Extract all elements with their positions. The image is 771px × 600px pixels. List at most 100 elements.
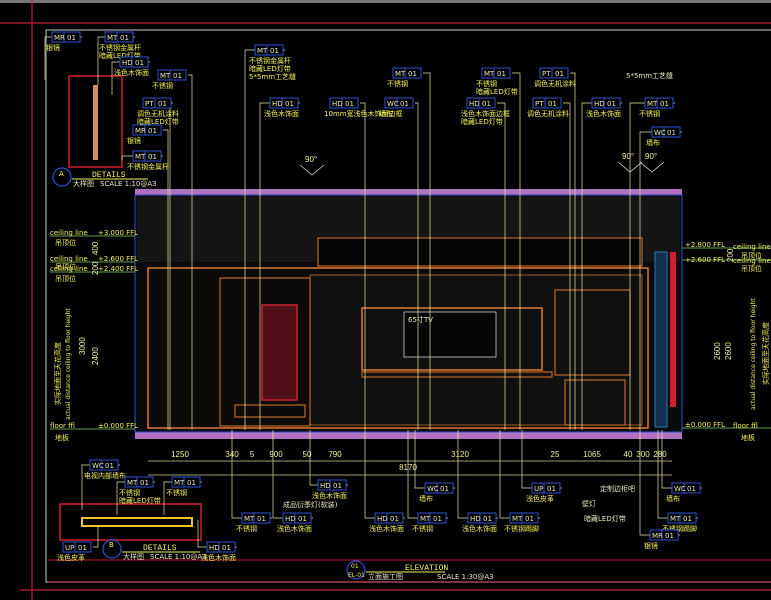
- level-cn: 吊顶位: [55, 238, 76, 247]
- detail-a-rod: [93, 85, 98, 160]
- tag-number: 01: [78, 544, 87, 552]
- tag-note: 浅色木饰面: [201, 553, 236, 562]
- tag-note: 不锈钢: [476, 79, 497, 88]
- tag-code: MT: [160, 72, 171, 80]
- leader-line: [188, 74, 193, 430]
- tag-number: 01: [555, 70, 564, 78]
- dim-text: 2600: [713, 342, 722, 360]
- tag-number: 01: [482, 100, 491, 108]
- level-ffl: +2.800 FFL: [685, 241, 725, 249]
- angle-marker: 90°: [639, 152, 665, 173]
- blue-column: [654, 251, 668, 428]
- level-ffl: ±0.000 FFL: [685, 421, 725, 429]
- tag-note: 调色无机涂料: [534, 79, 576, 88]
- dim-text: 900: [269, 450, 283, 459]
- tag-code: MT: [127, 479, 138, 487]
- tag-note: 10mm宽浅色木饰面边框: [324, 109, 403, 118]
- detail-letter: A: [59, 170, 64, 178]
- leader-line: [499, 430, 540, 519]
- tag-box: [651, 126, 681, 138]
- tag-number: 01: [333, 482, 342, 490]
- tag-number: 01: [607, 100, 616, 108]
- tag-note: 暗藏LED灯带: [476, 87, 518, 96]
- tag-note: 浅色木饰面: [312, 491, 347, 500]
- note: 壁灯: [582, 499, 596, 508]
- tag-code: HD: [285, 515, 296, 523]
- tag-box: [532, 97, 562, 109]
- tag-number: 01: [135, 59, 144, 67]
- level-ffl: +2.400 FFL: [98, 265, 138, 273]
- tag-note: 墙布: [379, 109, 393, 118]
- tag-code: WC: [654, 129, 666, 137]
- dim-text: 40: [624, 450, 633, 459]
- vertical-note-cn: 实际地面至天花高度: [761, 322, 770, 385]
- leader-line: [657, 430, 698, 519]
- level-cn: 吊顶位: [55, 262, 76, 271]
- tag-number: 01: [547, 485, 556, 493]
- level-en: ceiling line: [50, 229, 88, 237]
- dim-text: 1065: [583, 450, 601, 459]
- dim-text: 3120: [451, 450, 469, 459]
- elevation-cn: 立面施工图: [368, 572, 403, 581]
- tag-code: MR: [652, 532, 663, 540]
- ceiling-band: [135, 189, 682, 195]
- tag-number: 01: [105, 462, 114, 470]
- dim-text: 200: [726, 248, 735, 262]
- tag-note: 不锈钢踢脚: [662, 524, 697, 533]
- tag-number: 01: [257, 515, 266, 523]
- tag-note: 5*5mm工艺缝: [249, 72, 296, 81]
- leader-line: [423, 72, 431, 430]
- note: 暗藏LED灯带: [584, 514, 626, 523]
- tag-number: 01: [433, 515, 442, 523]
- dim-text: 2600: [724, 342, 733, 360]
- tag-code: MT: [257, 47, 268, 55]
- level-en: floor ffl: [50, 422, 75, 430]
- tag-box: [51, 31, 81, 43]
- tag-number: 01: [148, 127, 157, 135]
- dim-text: 280: [653, 450, 667, 459]
- note: 定制边柜吧: [600, 484, 635, 493]
- tag-note: 不锈钢金属杆: [127, 162, 169, 171]
- tag-number: 01: [665, 532, 674, 540]
- tag-note: 浅色木饰面: [586, 109, 621, 118]
- tv-label: 65寸TV: [408, 315, 433, 324]
